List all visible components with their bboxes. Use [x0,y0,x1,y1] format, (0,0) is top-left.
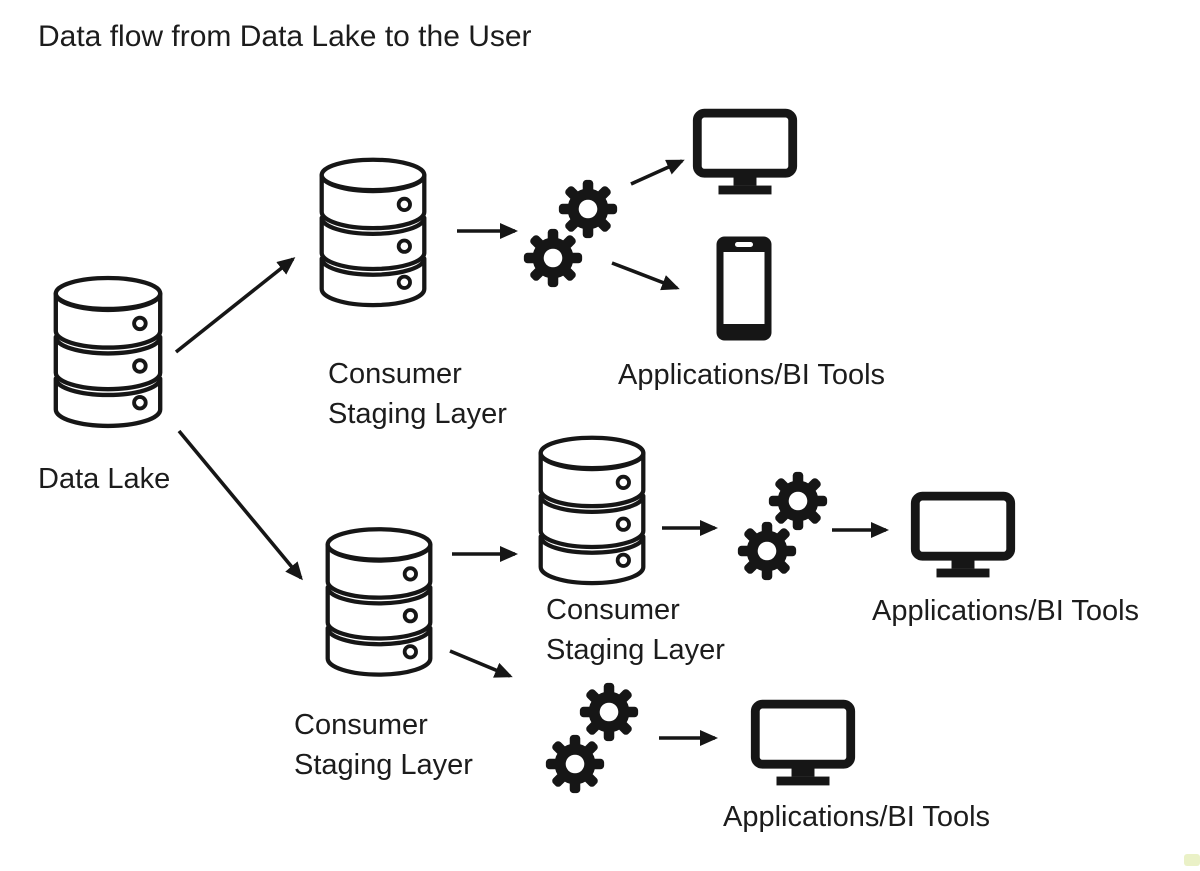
gears-icon [522,227,584,289]
apps-top-label: Applications/BI Tools [618,359,886,391]
database-icon [535,430,649,588]
database-icon [316,152,430,310]
arrow-staging-bottom-to-process-bottom [449,649,513,678]
smartphone-icon [715,235,773,342]
diagram-title: Data flow from Data Lake to the User [38,20,532,53]
data-lake-label: Data Lake [38,463,171,495]
gears-icon [736,520,798,582]
staging-mid-label: Consumer Staging Layer [546,590,725,670]
staging-mid-label-line2: Staging Layer [546,634,725,666]
staging-top-label-line2: Staging Layer [328,398,507,430]
staging-mid-label-line1: Consumer [546,594,680,626]
staging-bottom-label-line2: Staging Layer [294,749,473,781]
corner-artifact [1184,854,1200,866]
staging-bottom-label-line1: Consumer [294,709,428,741]
arrow-data-lake-to-staging-bottom [177,429,303,581]
apps-bottom-label: Applications/BI Tools [723,801,991,833]
monitor-icon [910,490,1016,580]
staging-bottom-label: Consumer Staging Layer [294,705,473,785]
arrow-process-top-to-monitor [630,159,685,186]
arrow-data-lake-to-staging-top [174,257,296,354]
arrow-process-top-to-phone [611,261,680,291]
database-icon [50,272,166,429]
staging-top-label-line1: Consumer [328,358,462,390]
apps-mid-label: Applications/BI Tools [872,595,1140,627]
monitor-icon [750,698,856,788]
monitor-icon [692,107,798,197]
database-icon [322,523,436,678]
gears-icon [544,733,606,795]
staging-top-label: Consumer Staging Layer [328,354,507,434]
